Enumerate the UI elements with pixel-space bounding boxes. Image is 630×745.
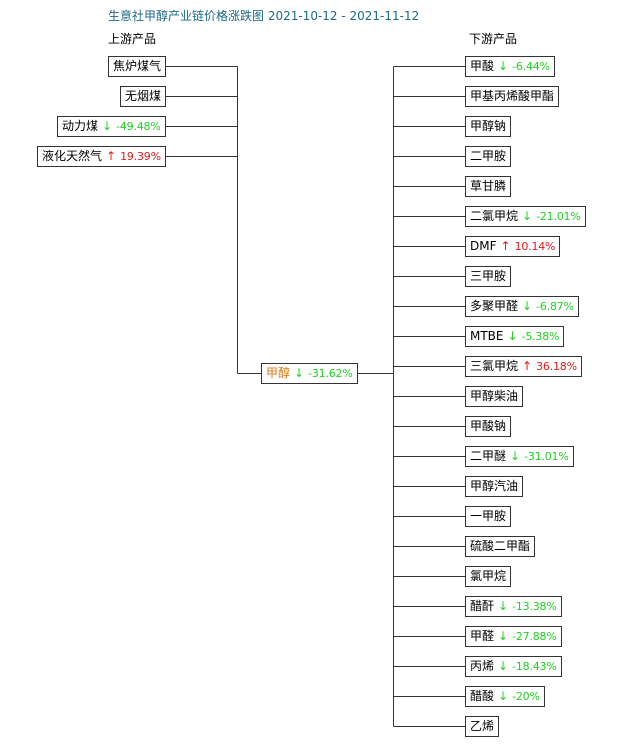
- change-percent: -6.87%: [536, 300, 574, 313]
- down-arrow-icon: ↓: [498, 659, 509, 673]
- downstream-node: 三甲胺: [465, 266, 512, 287]
- node-name: 液化天然气: [42, 149, 103, 163]
- downstream-node: 三氯甲烷↑36.18%: [465, 356, 582, 377]
- change-percent: -13.38%: [512, 600, 557, 613]
- node-name: 甲醇钠: [470, 119, 507, 133]
- downstream-node: MTBE↓-5.38%: [465, 326, 565, 347]
- node-name: MTBE: [470, 329, 504, 343]
- downstream-node: 多聚甲醛↓-6.87%: [465, 296, 579, 317]
- change-percent: -6.44%: [512, 60, 550, 73]
- center-node-methanol: 甲醇↓-31.62%: [261, 363, 358, 384]
- node-name: 乙烯: [470, 719, 495, 733]
- node-name: 甲醇汽油: [470, 479, 519, 493]
- change-percent: -5.38%: [521, 330, 560, 343]
- up-arrow-icon: ↑: [106, 149, 117, 163]
- upstream-node: 动力煤↓-49.48%: [57, 116, 166, 137]
- down-arrow-icon: ↓: [102, 119, 113, 133]
- downstream-node: DMF↑10.14%: [465, 236, 561, 257]
- down-arrow-icon: ↓: [498, 59, 509, 73]
- up-arrow-icon: ↑: [500, 239, 511, 253]
- node-name: 醋酐: [470, 599, 495, 613]
- downstream-node: 一甲胺: [465, 506, 512, 527]
- upstream-header: 上游产品: [108, 32, 157, 46]
- node-name: 二氯甲烷: [470, 209, 519, 223]
- down-arrow-icon: ↓: [522, 209, 533, 223]
- node-name: 多聚甲醛: [470, 299, 519, 313]
- downstream-node: 草甘膦: [465, 176, 512, 197]
- change-percent: 19.39%: [120, 150, 161, 163]
- node-name: 一甲胺: [470, 509, 507, 523]
- downstream-node: 甲醇柴油: [465, 386, 524, 407]
- node-name: 草甘膦: [470, 179, 507, 193]
- node-name: 氯甲烷: [470, 569, 507, 583]
- downstream-node: 丙烯↓-18.43%: [465, 656, 562, 677]
- node-name: 甲基丙烯酸甲酯: [470, 89, 555, 103]
- upstream-node: 无烟煤: [120, 86, 167, 107]
- down-arrow-icon: ↓: [498, 689, 509, 703]
- node-name: 甲醇柴油: [470, 389, 519, 403]
- change-percent: -31.62%: [308, 367, 353, 380]
- change-percent: 10.14%: [514, 240, 556, 253]
- node-name: 无烟煤: [125, 89, 162, 103]
- down-arrow-icon: ↓: [510, 449, 521, 463]
- node-name: 动力煤: [62, 119, 99, 133]
- node-name: 丙烯: [470, 659, 495, 673]
- down-arrow-icon: ↓: [294, 366, 305, 380]
- node-name: 甲醇: [266, 366, 291, 380]
- node-name: 二甲醚: [470, 449, 507, 463]
- down-arrow-icon: ↓: [498, 599, 509, 613]
- upstream-node: 液化天然气↑19.39%: [37, 146, 166, 167]
- change-percent: -21.01%: [536, 210, 581, 223]
- chart-title: 生意社甲醇产业链价格涨跌图 2021-10-12 - 2021-11-12: [108, 9, 420, 23]
- node-name: 焦炉煤气: [113, 59, 162, 73]
- change-percent: -27.88%: [512, 630, 557, 643]
- node-name: 醋酸: [470, 689, 495, 703]
- downstream-header: 下游产品: [469, 32, 518, 46]
- down-arrow-icon: ↓: [498, 629, 509, 643]
- node-name: 二甲胺: [470, 149, 507, 163]
- downstream-node: 硫酸二甲酯: [465, 536, 536, 557]
- downstream-node: 甲基丙烯酸甲酯: [465, 86, 560, 107]
- upstream-node: 焦炉煤气: [108, 56, 167, 77]
- downstream-node: 甲酸钠: [465, 416, 512, 437]
- node-name: 甲醛: [470, 629, 495, 643]
- node-name: 三氯甲烷: [470, 359, 519, 373]
- change-percent: -18.43%: [512, 660, 557, 673]
- down-arrow-icon: ↓: [507, 329, 518, 343]
- change-percent: -49.48%: [116, 120, 161, 133]
- downstream-node: 醋酸↓-20%: [465, 686, 545, 707]
- downstream-node: 乙烯: [465, 716, 500, 737]
- downstream-node: 甲醇钠: [465, 116, 512, 137]
- change-percent: -31.01%: [524, 450, 569, 463]
- down-arrow-icon: ↓: [522, 299, 533, 313]
- node-name: 甲酸: [470, 59, 495, 73]
- node-name: 甲酸钠: [470, 419, 507, 433]
- up-arrow-icon: ↑: [522, 359, 533, 373]
- downstream-node: 醋酐↓-13.38%: [465, 596, 562, 617]
- downstream-node: 甲酸↓-6.44%: [465, 56, 555, 77]
- downstream-node: 甲醛↓-27.88%: [465, 626, 562, 647]
- node-name: DMF: [470, 239, 497, 253]
- downstream-node: 二氯甲烷↓-21.01%: [465, 206, 586, 227]
- change-percent: 36.18%: [536, 360, 577, 373]
- downstream-node: 甲醇汽油: [465, 476, 524, 497]
- change-percent: -20%: [512, 690, 540, 703]
- node-name: 三甲胺: [470, 269, 507, 283]
- downstream-node: 二甲胺: [465, 146, 512, 167]
- downstream-node: 氯甲烷: [465, 566, 512, 587]
- downstream-node: 二甲醚↓-31.01%: [465, 446, 574, 467]
- node-name: 硫酸二甲酯: [470, 539, 531, 553]
